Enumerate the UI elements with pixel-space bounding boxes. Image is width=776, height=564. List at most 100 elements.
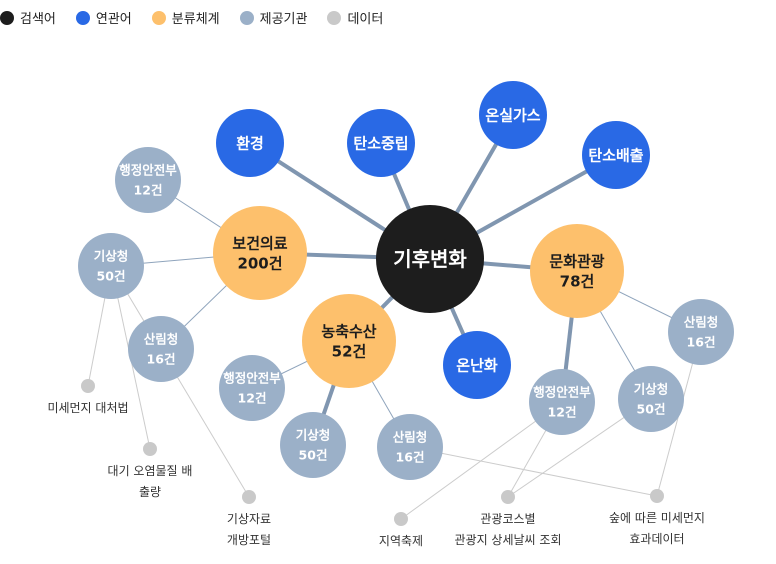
node-p-agri-kma[interactable]: 기상청 50건 [280, 412, 346, 478]
node-circle [219, 355, 285, 421]
node-cat-agri[interactable]: 농축수산 52건 [302, 294, 396, 388]
node-circle [302, 294, 396, 388]
node-center[interactable]: 기후변화 [376, 205, 484, 313]
node-cat-health[interactable]: 보건의료 200건 [213, 206, 307, 300]
node-label: 50건 [637, 402, 666, 417]
node-circle [582, 121, 650, 189]
node-label: 행정안전부 [119, 163, 177, 178]
node-circle [216, 109, 284, 177]
node-carbon-neutral[interactable]: 탄소중립 [347, 109, 415, 177]
node-label: 52건 [332, 342, 367, 360]
node-p-agri-kfs[interactable]: 산림청 16건 [377, 414, 443, 480]
node-circle [530, 224, 624, 318]
node-warming[interactable]: 온난화 [443, 331, 511, 399]
node-label: 산림청 [684, 315, 719, 330]
node-label: 50건 [97, 269, 126, 284]
node-label: 지역축제 [379, 534, 423, 548]
node-circle [668, 299, 734, 365]
legend-item: 연관어 [75, 8, 132, 27]
node-label: 기상청 [296, 428, 331, 443]
node-label: 미세먼지 대처법 [47, 401, 128, 415]
node-label: 관광지 상세날씨 조회 [455, 533, 562, 547]
node-circle [347, 109, 415, 177]
node-d-festival[interactable]: 지역축제 [379, 512, 423, 548]
node-label: 행정안전부 [223, 371, 281, 386]
node-label: 개방포털 [227, 533, 271, 547]
node-label: 12건 [238, 391, 267, 406]
node-circle [242, 490, 256, 504]
legend-label: 제공기관 [259, 12, 308, 27]
legend-swatch [75, 10, 90, 25]
node-circle [650, 489, 664, 503]
legend-label: 데이터 [347, 12, 384, 27]
node-label: 농축수산 [321, 322, 376, 340]
node-label: 보건의료 [232, 234, 287, 252]
node-label: 출량 [139, 485, 161, 499]
node-label: 대기 오염물질 배 [108, 464, 193, 478]
node-label: 16건 [396, 450, 425, 465]
legend-swatch [0, 10, 14, 25]
node-circle [78, 233, 144, 299]
node-label: 200건 [237, 254, 282, 272]
legend-item: 데이터 [327, 8, 383, 27]
node-circle [501, 490, 515, 504]
node-circle [143, 442, 157, 456]
node-circle [394, 512, 408, 526]
legend-item: 분류체계 [151, 8, 220, 27]
node-greenhouse[interactable]: 온실가스 [479, 81, 547, 149]
node-circle [479, 81, 547, 149]
legend-item: 검색어 [0, 8, 56, 27]
node-env[interactable]: 환경 [216, 109, 284, 177]
node-circle [213, 206, 307, 300]
node-p-culture-kma[interactable]: 기상청 50건 [618, 366, 684, 432]
legend-swatch [239, 10, 254, 25]
legend-swatch [327, 10, 342, 25]
node-d-dust[interactable]: 미세먼지 대처법 [47, 379, 129, 415]
edge [110, 265, 250, 498]
node-label: 문화관광 [549, 252, 604, 270]
node-label: 50건 [299, 448, 328, 463]
edge [400, 401, 563, 520]
node-label: 12건 [134, 183, 163, 198]
node-carbon-emission[interactable]: 탄소배출 [582, 121, 650, 189]
node-circle [115, 147, 181, 213]
legend-item: 제공기관 [239, 8, 308, 27]
node-label: 온실가스 [485, 106, 540, 124]
node-circle [81, 379, 95, 393]
node-label: 16건 [687, 335, 716, 350]
node-p-health-mois[interactable]: 행정안전부 12건 [115, 147, 181, 213]
node-circle [377, 414, 443, 480]
node-label: 산림청 [393, 430, 428, 445]
node-circle [443, 331, 511, 399]
node-circle [128, 316, 194, 382]
node-label: 기상자료 [227, 512, 271, 526]
node-label: 탄소중립 [353, 134, 408, 152]
node-p-agri-mois[interactable]: 행정안전부 12건 [219, 355, 285, 421]
legend-label: 검색어 [20, 12, 56, 27]
legend-label: 분류체계 [171, 12, 220, 27]
node-label: 환경 [236, 134, 264, 152]
legend-swatch [151, 10, 166, 25]
node-label: 관광코스별 [480, 512, 535, 526]
node-d-air[interactable]: 대기 오염물질 배출량 [108, 442, 193, 499]
node-circle [280, 412, 346, 478]
node-label: 탄소배출 [588, 146, 643, 164]
node-label: 온난화 [456, 356, 498, 374]
node-label: 숲에 따른 미세먼지 [609, 511, 705, 525]
node-p-culture-kfs[interactable]: 산림청 16건 [668, 299, 734, 365]
node-circle [376, 205, 484, 313]
node-label: 효과데이터 [629, 532, 684, 546]
node-label: 기상청 [634, 382, 669, 397]
node-circle [618, 366, 684, 432]
legend-label: 연관어 [95, 12, 132, 27]
node-label: 16건 [147, 352, 176, 367]
